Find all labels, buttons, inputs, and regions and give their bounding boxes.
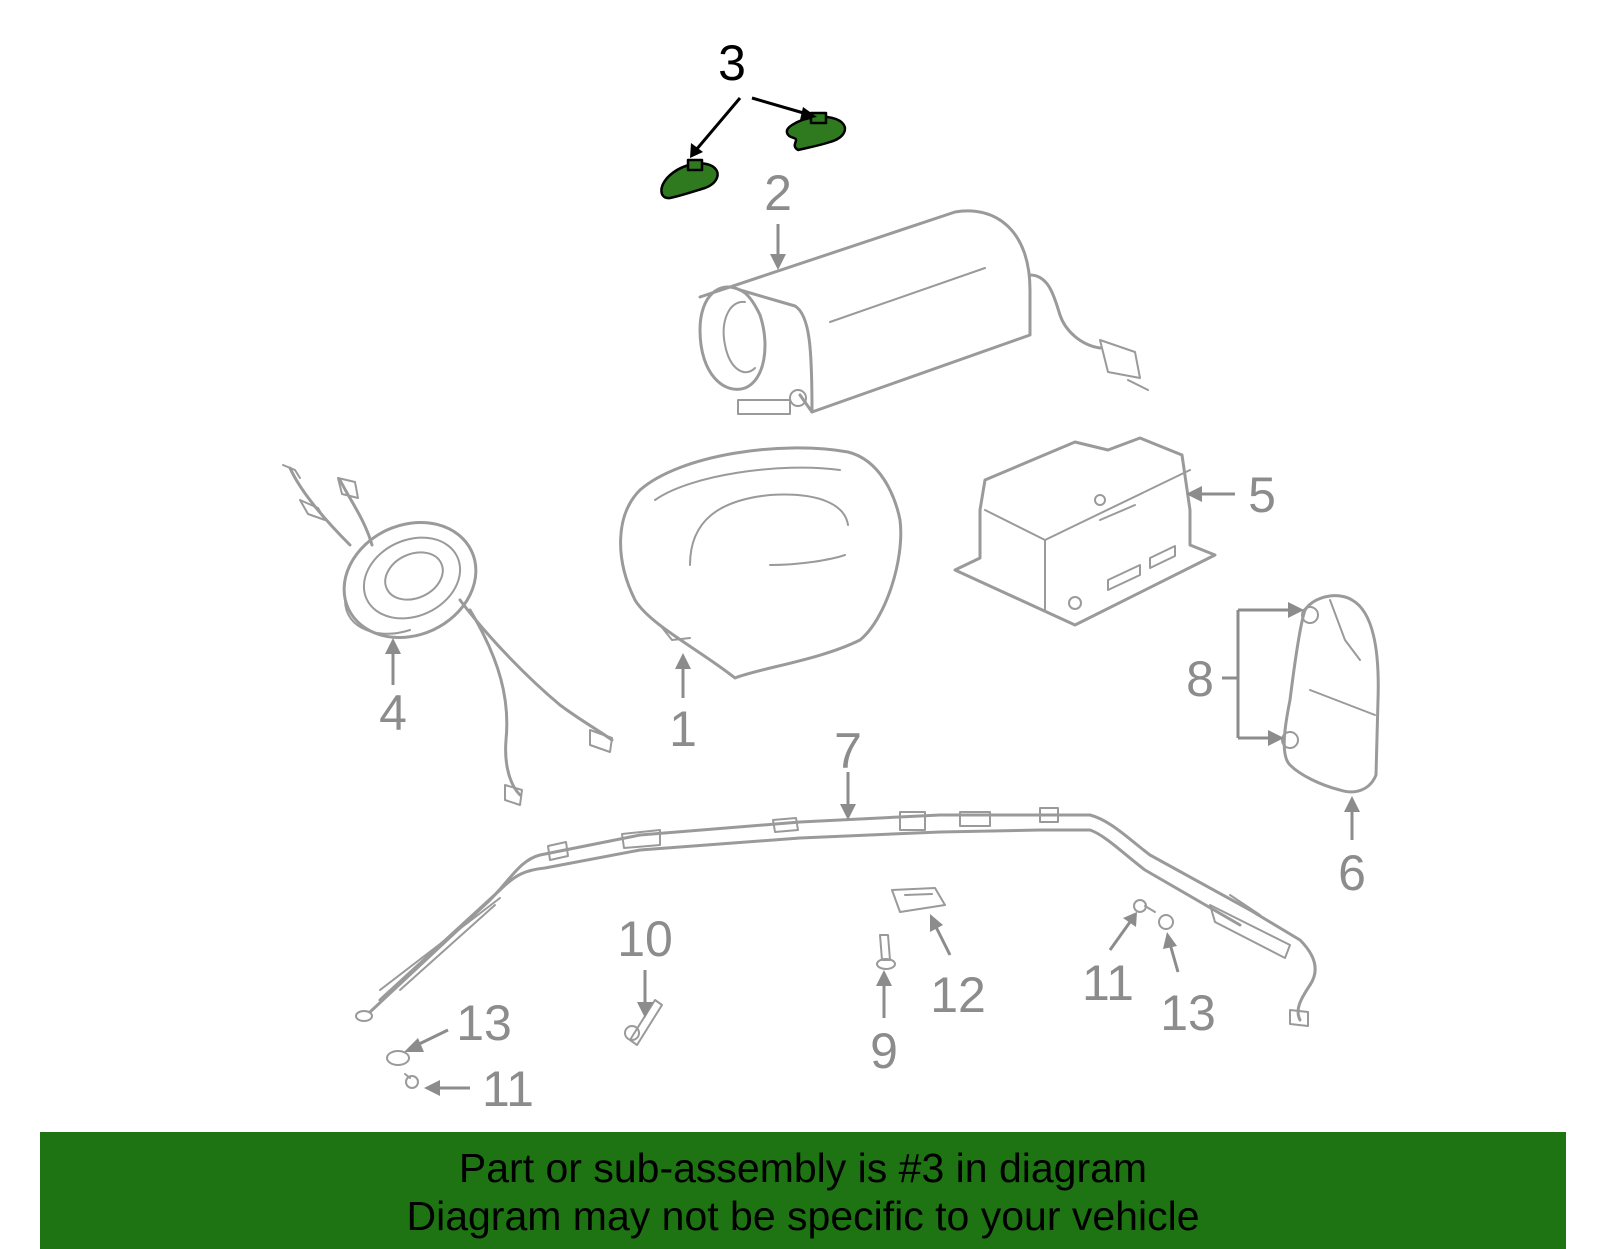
part-7-curtain-airbag — [355, 807, 1317, 1027]
part-6-side-airbag — [1281, 594, 1380, 794]
callout-5: 5 — [1248, 467, 1276, 523]
callout-11-right: 11 — [1082, 955, 1134, 1011]
part-11-bolt-right — [1133, 899, 1156, 913]
callout-12: 12 — [930, 967, 986, 1023]
part-13-grommet-left — [386, 1050, 410, 1066]
callout-4: 4 — [379, 685, 407, 741]
callout-13-right-leader — [1168, 943, 1180, 973]
part-9-bolt — [876, 934, 896, 970]
part-12-clip — [891, 887, 946, 913]
callout-13-right: 13 — [1160, 985, 1216, 1041]
callout-2: 2 — [764, 165, 792, 221]
callout-3: 3 — [718, 35, 746, 91]
part-11-bolt-left — [404, 1073, 419, 1089]
callout-8-leader — [1222, 602, 1304, 746]
part-2-inflator — [698, 209, 1149, 415]
callout-12-leader — [933, 924, 952, 956]
callout-13-left: 13 — [456, 995, 512, 1051]
callout-11-left: 11 — [482, 1061, 534, 1117]
info-banner: Part or sub-assembly is #3 in diagram Di… — [40, 1132, 1566, 1249]
callout-10: 10 — [617, 911, 673, 967]
part-1-cover — [619, 446, 903, 680]
part-13-grommet-right — [1158, 914, 1174, 930]
callout-3-leader — [690, 96, 817, 158]
callout-7: 7 — [834, 723, 862, 779]
callout-1: 1 — [669, 701, 697, 757]
callout-6: 6 — [1338, 845, 1366, 901]
banner-line-2: Diagram may not be specific to your vehi… — [406, 1193, 1200, 1239]
callout-13-left-leader — [414, 1028, 449, 1048]
callout-8: 8 — [1186, 651, 1214, 707]
part-4-clockspring — [282, 464, 614, 806]
callout-9: 9 — [870, 1023, 898, 1079]
callout-11-right-leader — [1108, 921, 1132, 951]
part-5-module — [953, 436, 1217, 627]
banner-line-1: Part or sub-assembly is #3 in diagram — [458, 1145, 1148, 1191]
part-3-highlighted[interactable] — [660, 111, 847, 200]
